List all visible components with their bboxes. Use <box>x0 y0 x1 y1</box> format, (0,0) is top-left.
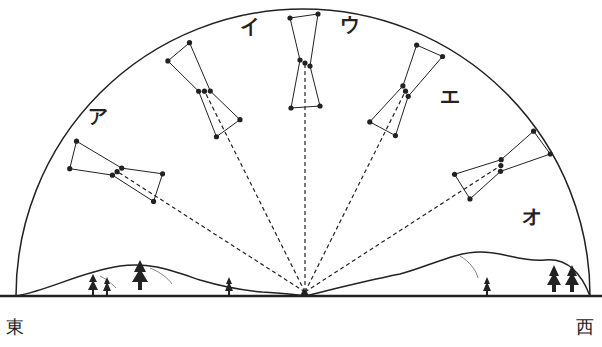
constellation-line <box>190 43 211 91</box>
position-label: イ <box>240 16 260 36</box>
constellation-line <box>370 86 403 122</box>
star <box>393 133 398 138</box>
constellation-line <box>168 43 190 61</box>
constellation-line <box>470 171 501 199</box>
constellation-line <box>199 91 217 136</box>
direction-label: 東 <box>6 318 24 336</box>
star <box>74 139 79 144</box>
constellation-line <box>501 131 533 160</box>
star <box>67 166 72 171</box>
star <box>160 171 165 176</box>
constellation-line <box>455 160 502 175</box>
star <box>110 173 115 178</box>
star <box>187 40 192 45</box>
constellation-line <box>455 174 470 199</box>
constellation-line <box>501 154 551 171</box>
constellation-line <box>290 14 318 18</box>
sky-dome <box>16 9 590 296</box>
star <box>499 157 504 162</box>
star <box>414 42 419 47</box>
constellation-line <box>310 66 320 106</box>
star <box>287 15 292 20</box>
constellation-line <box>210 91 240 120</box>
constellation-line <box>122 168 163 174</box>
star <box>119 166 124 171</box>
star <box>165 58 170 63</box>
sight-lines <box>118 64 500 292</box>
constellation-line <box>290 18 300 60</box>
star <box>406 94 411 99</box>
trees <box>88 260 579 296</box>
constellation-line <box>70 141 77 168</box>
constellations <box>67 11 553 204</box>
position-label: ア <box>88 106 108 126</box>
constellation-line <box>70 169 113 175</box>
constellation-line <box>77 141 122 168</box>
constellation-line <box>112 175 153 201</box>
star <box>302 60 307 65</box>
hill-shading <box>100 256 478 288</box>
star <box>440 54 445 59</box>
star <box>208 88 213 93</box>
star <box>202 89 207 94</box>
constellation-line <box>403 45 417 86</box>
star <box>548 151 553 156</box>
constellation-line <box>168 61 199 91</box>
position-label: ウ <box>340 14 360 34</box>
star <box>403 89 408 94</box>
star <box>367 119 372 124</box>
constellation-line <box>216 120 240 137</box>
constellation-line <box>291 106 320 108</box>
direction-label: 西 <box>576 318 594 336</box>
star <box>214 134 219 139</box>
constellation-line <box>417 45 443 56</box>
constellation-line <box>310 14 318 66</box>
constellation-line <box>370 122 396 136</box>
star <box>196 89 201 94</box>
star <box>114 169 119 174</box>
position-label: オ <box>522 206 542 226</box>
constellation-line <box>395 96 408 135</box>
star <box>297 57 302 62</box>
star <box>237 117 242 122</box>
hill-left <box>16 265 305 296</box>
observer <box>300 290 309 296</box>
constellation-line <box>408 56 442 96</box>
star <box>531 129 536 134</box>
star <box>307 63 312 68</box>
sight-line <box>304 64 305 292</box>
constellation-line <box>291 60 300 108</box>
hill-right <box>305 252 590 296</box>
sight-line <box>205 92 305 292</box>
star <box>315 11 320 16</box>
star <box>288 105 293 110</box>
star <box>498 163 503 168</box>
sight-line <box>305 92 405 292</box>
constellation-line <box>154 174 163 202</box>
star <box>498 169 503 174</box>
constellation-line <box>534 131 551 154</box>
star <box>400 83 405 88</box>
position-label: エ <box>440 86 460 106</box>
star <box>467 196 472 201</box>
star <box>452 172 457 177</box>
star <box>151 199 156 204</box>
star <box>317 103 322 108</box>
